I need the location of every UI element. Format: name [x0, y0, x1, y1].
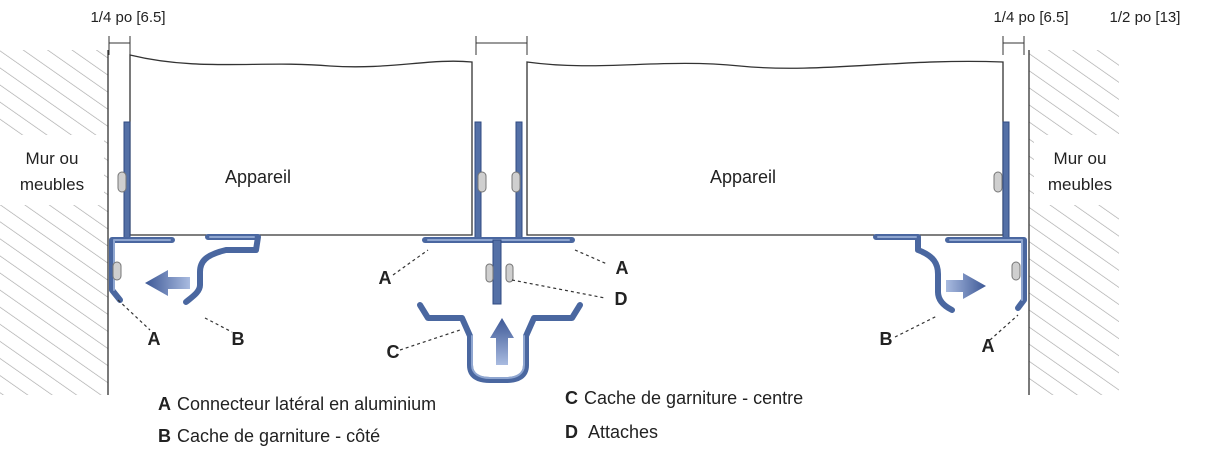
- left-wall-label-line2: meubles: [20, 175, 84, 194]
- right-appliance-label: Appareil: [710, 167, 776, 187]
- left-appliance-label: Appareil: [225, 167, 291, 187]
- right-connector-flange: [1002, 121, 1010, 239]
- legend-key-a: A: [158, 394, 171, 414]
- right-wall-hatch: [1029, 50, 1119, 395]
- left-arrow-icon: [145, 270, 190, 296]
- callout-right-b: B: [880, 329, 893, 349]
- dimension-left-label: 1/4 po [6.5]: [90, 9, 165, 26]
- left-connector-a: [109, 121, 175, 303]
- left-appliance: Appareil: [129, 54, 473, 236]
- center-trim-cover-c: [417, 302, 583, 383]
- center-fastener-upper-left: [477, 171, 487, 193]
- right-wall-label-bg: [1034, 135, 1124, 205]
- legend-item-a: A Connecteur latéral en aluminium: [158, 394, 436, 414]
- right-wall-label-line1: Mur ou: [1054, 149, 1107, 168]
- callout-center-a-left: A: [379, 268, 392, 288]
- right-appliance: Appareil: [526, 60, 1004, 236]
- center-fastener-right: [505, 263, 514, 283]
- right-connector-a: [945, 121, 1027, 311]
- left-wall-label-bg: [0, 135, 104, 205]
- legend-key-d: D: [565, 422, 578, 442]
- legend-item-c: C Cache de garniture - centre: [565, 388, 803, 408]
- dimension-left: 1/4 po [6.5]: [90, 9, 166, 55]
- left-trim-cover-b: [145, 234, 261, 305]
- center-stem: [492, 239, 502, 305]
- dimension-right: 1/4 po [6.5] 1/2 po [13]: [993, 9, 1180, 55]
- right-trim-cover-b: [873, 234, 986, 313]
- legend-key-c: C: [565, 388, 578, 408]
- right-arrow-icon: [946, 273, 986, 299]
- right-fastener-lower: [1011, 261, 1021, 281]
- dimension-center: [475, 36, 528, 55]
- legend-text-c: Cache de garniture - centre: [584, 388, 803, 408]
- left-fastener-lower: [112, 261, 122, 281]
- dimension-right-label: 1/4 po [6.5]: [993, 9, 1068, 26]
- right-wall-label-line2: meubles: [1048, 175, 1112, 194]
- right-fastener-upper: [993, 171, 1003, 193]
- callout-left-b: B: [232, 329, 245, 349]
- callout-left-a: A: [148, 329, 161, 349]
- center-connector: [422, 121, 575, 305]
- left-wall: Mur ou meubles: [0, 50, 109, 395]
- left-wall-hatch: [0, 50, 108, 395]
- right-appliance-body: [526, 60, 1004, 236]
- legend-item-d: D Attaches: [565, 422, 658, 442]
- legend-key-b: B: [158, 426, 171, 446]
- center-fastener-left: [485, 263, 494, 283]
- legend-item-b: B Cache de garniture - côté: [158, 426, 380, 446]
- dimension-center-label: 1/2 po [13]: [1110, 9, 1181, 26]
- right-wall: Mur ou meubles: [1028, 50, 1124, 395]
- callout-right-a: A: [982, 336, 995, 356]
- legend-text-a: Connecteur latéral en aluminium: [177, 394, 436, 414]
- left-trim-shape: [183, 234, 261, 305]
- left-wall-label-line1: Mur ou: [26, 149, 79, 168]
- legend-text-b: Cache de garniture - côté: [177, 426, 380, 446]
- right-trim-shape: [873, 234, 955, 313]
- center-arrow-icon: [490, 318, 514, 365]
- legend: A Connecteur latéral en aluminium B Cache …: [158, 388, 803, 446]
- center-fastener-upper-right: [511, 171, 521, 193]
- callout-center-c: C: [387, 342, 400, 362]
- callout-center-a-right: A: [616, 258, 629, 278]
- legend-text-d: Attaches: [588, 422, 658, 442]
- left-fastener-upper: [117, 171, 127, 193]
- callout-leaders: [117, 249, 1019, 351]
- left-appliance-body: [129, 54, 473, 236]
- center-trim-shape: [417, 302, 583, 383]
- callout-center-d: D: [615, 289, 628, 309]
